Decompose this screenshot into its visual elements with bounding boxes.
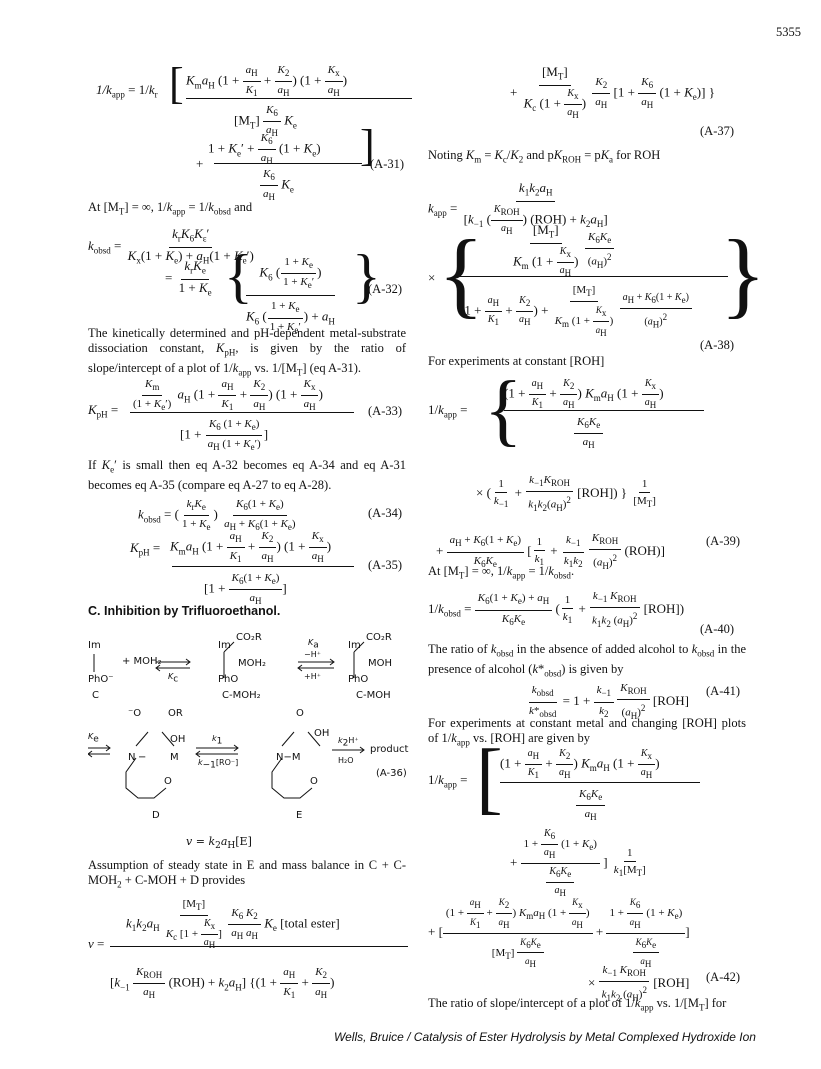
brace-a38-open: { <box>438 220 485 327</box>
eq-number-a37: (A-37) <box>700 124 735 138</box>
a33-bar <box>130 412 354 413</box>
eq-number-a42: (A-42) <box>706 970 741 984</box>
a35-denominator: [1 + K6(1 + Ke)aH] <box>204 572 287 607</box>
equation-a35-lhs: KpH = <box>130 540 161 558</box>
brace-close: } <box>352 243 381 309</box>
text-at-mt: At [MT] = ∞, 1/kapp = 1/kobsd and <box>88 200 253 217</box>
eq-number-a40: (A-40) <box>700 622 735 636</box>
a42-bar1 <box>500 782 700 783</box>
eq-number-a35: (A-35) <box>368 558 403 572</box>
equation-a39-lhs: 1/kapp = <box>428 402 468 420</box>
eq-number-a36: (A-36) <box>376 768 407 779</box>
total-ester-label: [total ester] <box>280 915 340 931</box>
plus-sign: + <box>196 156 204 171</box>
label-CMOH2: C-MOH₂ <box>222 690 261 701</box>
bracket-close: ] <box>360 121 375 170</box>
paragraph-constant-metal: For experiments at constant metal and ch… <box>428 716 746 748</box>
equation-a32-part1: kobsd = krK6Kε′Kx(1 + Ke) + aH(1 + Ke′) <box>88 226 254 266</box>
bracket-a42: [ <box>476 734 503 822</box>
v-bar <box>110 946 408 947</box>
section-heading: C. Inhibition by Trifluoroethanol. <box>88 604 281 618</box>
label-C: C <box>92 690 99 701</box>
equation-v-lhs: v = <box>88 936 105 951</box>
paragraph-kph: The kinetically determined and pH-depend… <box>88 326 407 377</box>
equation-a42-lhs: 1/kapp = <box>428 772 468 790</box>
a38-bar <box>458 276 728 277</box>
a33-denominator: [1 + K6 (1 + Ke)aH (1 + Ke′)] <box>180 418 269 453</box>
a35-bar <box>172 566 354 567</box>
paragraph-small-ke: If Ke′ is small then eq A-32 becomes eq … <box>88 458 406 492</box>
fraction-bar <box>214 163 362 164</box>
text-constant-roh: For experiments at constant [ROH] <box>428 354 605 368</box>
eq-number-a41: (A-41) <box>706 684 741 698</box>
paragraph-ratio-kobsd: The ratio of kobsd in the absence of add… <box>428 642 746 678</box>
eq-number-a33: (A-33) <box>368 404 403 418</box>
text-at-mt-2: At [MT] = ∞, 1/kapp = 1/kobsd. <box>428 564 575 581</box>
eq-number-a34: (A-34) <box>368 506 403 520</box>
label-E: E <box>296 810 303 821</box>
label-CMOH: C-MOH <box>356 690 391 701</box>
reaction-scheme: Im + MOH₂ PhO⁻ C Kc Im CO₂R MOH₂ PhO C-M… <box>88 628 418 828</box>
label-product: product <box>370 744 409 755</box>
running-footer: Wells, Bruice / Catalysis of Ester Hydro… <box>334 1030 756 1044</box>
equation-a33-lhs: KpH = <box>88 402 119 420</box>
text-noting: Noting Km = Kc/K2 and pKROH = pKa for RO… <box>428 148 661 165</box>
times-a38: × <box>428 270 436 285</box>
a39-bar <box>504 410 704 411</box>
paragraph-steady-state: Assumption of steady state in E and mass… <box>88 858 406 890</box>
label-D: D <box>152 810 160 821</box>
rate-equation-v: v = k2aH[E] <box>186 835 252 852</box>
scheme-svg <box>88 641 365 799</box>
eq-number-a32: (A-32) <box>368 282 403 296</box>
page-number: 5355 <box>776 25 801 39</box>
eq-number-a31: (A-31) <box>370 157 405 171</box>
eq-number-a39: (A-39) <box>706 534 741 548</box>
eq-number-a38: (A-38) <box>700 338 735 352</box>
text-last-line: The ratio of slope/intercept of a plot o… <box>428 996 727 1013</box>
brace-a38-close: } <box>720 220 767 327</box>
